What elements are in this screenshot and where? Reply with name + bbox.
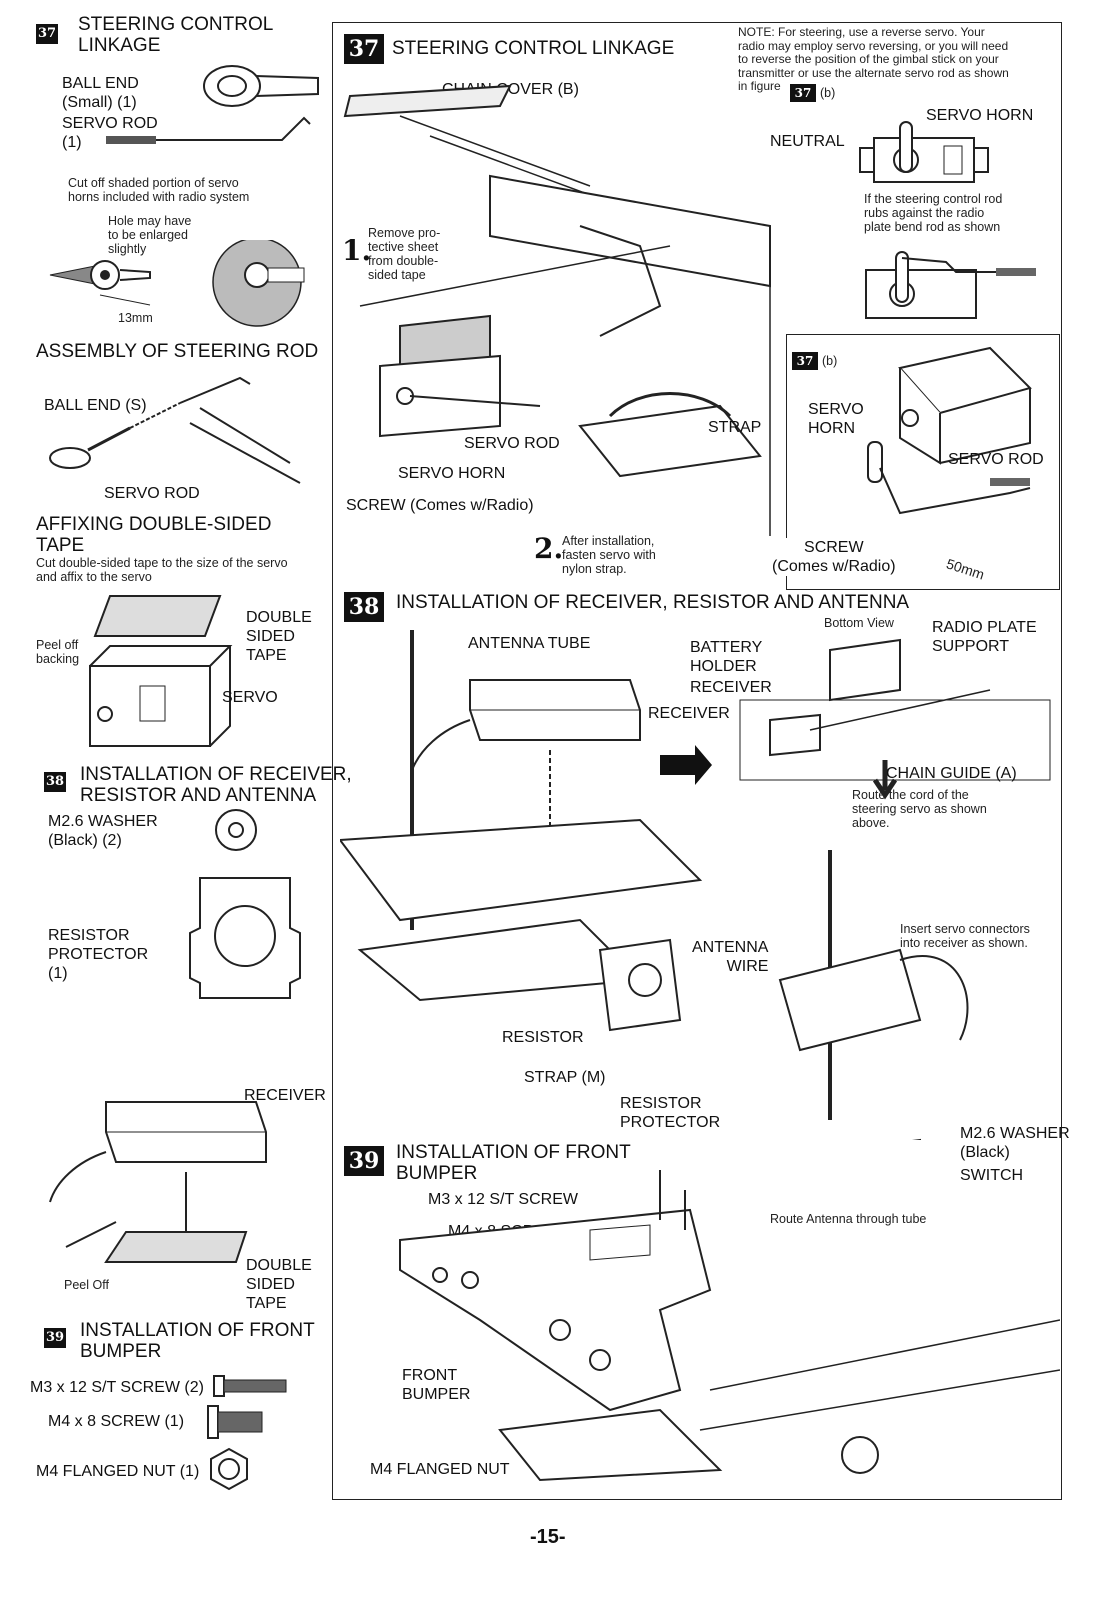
steering-parts-title: STEERING CONTROL LINKAGE — [78, 14, 274, 56]
bottom-view-label: Bottom View — [824, 616, 894, 630]
step-37-note: NOTE: For steering, use a reverse servo.… — [738, 25, 1009, 93]
step-37-badge: 37 — [36, 24, 58, 44]
chain-guide-label: CHAIN GUIDE (A) — [886, 765, 1017, 782]
b-servo-rod-label: SERVO ROD — [948, 451, 1044, 468]
step-37-title: STEERING CONTROL LINKAGE — [392, 38, 675, 59]
bumper-parts-title: INSTALLATION OF FRONT BUMPER — [80, 1320, 315, 1362]
ball-end-s-label: BALL END (S) — [44, 397, 147, 414]
page-number: -15- — [530, 1526, 566, 1548]
strap-m-label: STRAP (M) — [524, 1069, 606, 1086]
step-37b-suffix: (b) — [822, 354, 838, 368]
step-37b-ref-suffix: (b) — [820, 86, 836, 100]
peel-off-backing: Peel off backing — [36, 638, 80, 666]
washer-part-label: M2.6 WASHER (Black) (2) — [48, 813, 158, 849]
receiver-tape-illustration — [49, 1101, 267, 1263]
hole-note: Hole may have to be enlarged slightly — [108, 214, 192, 256]
step-38-badge: 38 — [344, 592, 384, 622]
nut-m4-part-label: M4 FLANGED NUT (1) — [36, 1463, 200, 1480]
servo-horn-top-label: SERVO HORN — [926, 107, 1034, 124]
screw-m4-part-label: M4 x 8 SCREW (1) — [48, 1413, 185, 1430]
step-1-number: 1. — [342, 234, 372, 267]
radio-plate-support-label: RADIO PLATE SUPPORT — [932, 619, 1037, 655]
resistor-protector-label: RESISTOR PROTECTOR — [620, 1095, 721, 1131]
switch-label: SWITCH — [960, 1167, 1024, 1184]
antenna-wire-label: ANTENNA WIRE — [692, 939, 769, 975]
alternate-rod-illustration — [867, 346, 1032, 515]
receiver-label: RECEIVER — [648, 705, 730, 722]
step-1-text: Remove pro- tective sheet from double- s… — [368, 226, 441, 282]
screw-m3-icon — [213, 1375, 287, 1397]
dimension-13mm: 13mm — [118, 311, 153, 325]
screw-m4-icon — [207, 1405, 263, 1439]
step-37b-badge: 37 — [792, 352, 818, 370]
servo-rod-label: SERVO ROD — [464, 435, 560, 452]
step-39-badge: 39 — [344, 1146, 384, 1176]
assembly-title: ASSEMBLY OF STEERING ROD — [36, 341, 319, 362]
resistor-protector-part-label: RESISTOR PROTECTOR (1) — [48, 927, 149, 982]
step-39-badge-left: 39 — [44, 1328, 66, 1348]
flanged-nut-label: M4 FLANGED NUT — [370, 1461, 510, 1478]
receiver-parts-title: INSTALLATION OF RECEIVER, RESISTOR AND A… — [80, 764, 352, 806]
step-2-number: 2. — [534, 532, 564, 565]
receiver-installation-illustration — [340, 630, 1051, 1140]
tape-note: Cut double-sided tape to the size of the… — [36, 556, 288, 584]
b-servo-horn-label: SERVO HORN — [808, 401, 864, 437]
receiver2-label: RECEIVER — [690, 679, 772, 696]
front-bumper-label: FRONT BUMPER — [402, 1367, 471, 1403]
step-37b-ref-badge: 37 — [790, 84, 816, 102]
ball-end-illustration — [203, 65, 319, 107]
front-bumper-illustration — [399, 1170, 1060, 1482]
strap-label: STRAP — [708, 419, 762, 436]
washer-icon — [215, 809, 257, 851]
neutral-servo-illustration — [859, 121, 989, 183]
route-antenna-note: Route Antenna through tube — [770, 1212, 927, 1226]
servo-tape-illustration — [89, 595, 233, 747]
neutral-label: NEUTRAL — [770, 133, 845, 150]
double-sided-tape-label-2: DOUBLE SIDED TAPE — [246, 1257, 312, 1312]
steering-linkage-illustration — [343, 84, 771, 536]
steering-rod-assembly-illustration — [49, 376, 301, 484]
step-38-badge-left: 38 — [44, 772, 66, 792]
screw-label: SCREW (Comes w/Radio) — [346, 497, 534, 514]
resistor-label: RESISTOR — [502, 1029, 584, 1046]
servo-horn-cut-illustration — [49, 240, 305, 327]
peel-off-label: Peel Off — [64, 1278, 109, 1292]
main-instruction-frame — [332, 22, 1062, 1500]
ball-end-small-label: BALL END (Small) (1) — [62, 75, 139, 111]
servo-horn-label: SERVO HORN — [398, 465, 506, 482]
double-sided-tape-label: DOUBLE SIDED TAPE — [246, 609, 312, 664]
screw-m3-part-label: M3 x 12 S/T SCREW (2) — [30, 1379, 204, 1396]
servo-rod-assembly-label: SERVO ROD — [104, 485, 200, 502]
b-screw-label: SCREW (Comes w/Radio) — [772, 538, 896, 576]
tape-title: AFFIXING DOUBLE-SIDED TAPE — [36, 514, 272, 556]
step-39-title: INSTALLATION OF FRONT BUMPER — [396, 1142, 631, 1184]
step-37-badge: 37 — [344, 34, 384, 64]
screw-m3-label: M3 x 12 S/T SCREW — [428, 1191, 578, 1208]
resistor-protector-illustration — [189, 877, 301, 999]
step-2-text: After installation, fasten servo with ny… — [562, 534, 656, 576]
antenna-tube-label: ANTENNA TUBE — [468, 635, 591, 652]
bent-rod-servo-illustration — [865, 251, 1036, 319]
washer-label: M2.6 WASHER (Black) — [960, 1125, 1070, 1161]
servo-rod-illustration — [106, 116, 311, 144]
receiver-part-label: RECEIVER — [244, 1087, 326, 1104]
battery-holder-label: BATTERY HOLDER — [690, 639, 763, 675]
route-cord-note: Route the cord of the steering servo as … — [852, 788, 987, 830]
rod-note: If the steering control rod rubs against… — [864, 192, 1003, 234]
nut-m4-icon — [210, 1447, 248, 1491]
servo-label: SERVO — [222, 689, 278, 706]
connectors-note: Insert servo connectors into receiver as… — [900, 922, 1030, 950]
step-38-title: INSTALLATION OF RECEIVER, RESISTOR AND A… — [396, 592, 910, 613]
cut-note: Cut off shaded portion of servo horns in… — [68, 176, 250, 204]
step-37b-box — [786, 334, 1060, 590]
servo-rod-part-label: SERVO ROD (1) — [62, 115, 158, 151]
